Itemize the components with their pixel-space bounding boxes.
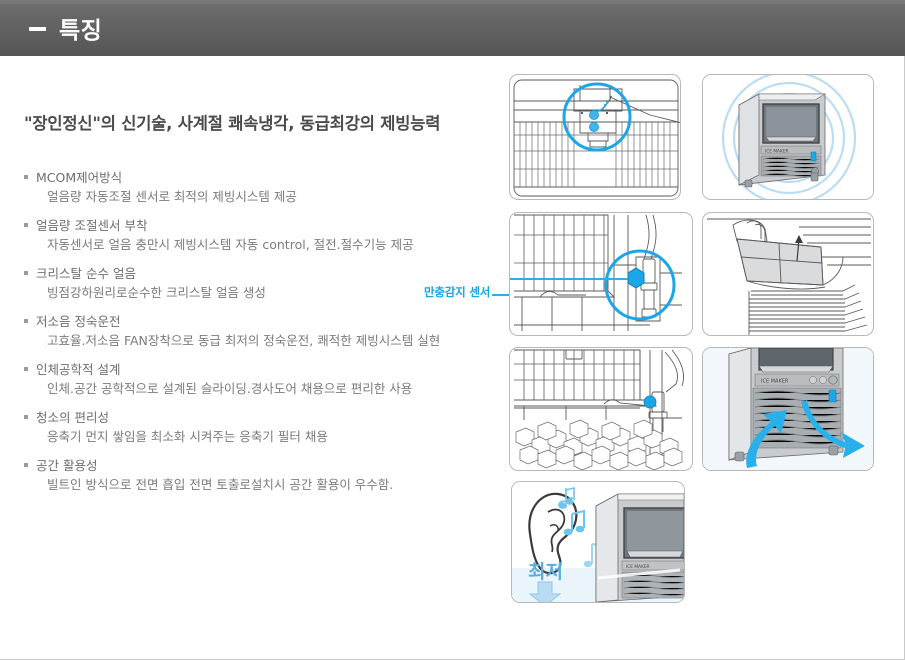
feature-list: MCOM제어방식 얼음량 자동조절 센서로 최적의 제빙시스템 제공 얼음량 조… <box>22 168 482 504</box>
low-noise-ear-drawing: 최저 ICE MAKER <box>512 482 684 602</box>
page-header: 특징 <box>0 0 905 56</box>
indicator-light-icon <box>810 151 817 162</box>
panel-ice-bin-full <box>509 347 693 471</box>
music-note-icon <box>563 509 585 536</box>
feature-description: 자동센서로 얼음 충만시 제빙시스템 자동 control, 절전.절수기능 제… <box>47 237 414 252</box>
fill-sensor-closeup-drawing <box>510 214 682 331</box>
sensor-node-icon <box>627 267 645 289</box>
feature-item: 인체공학적 설계 인체.공간 공학적으로 설계된 슬라이딩.경사도어 채용으로 … <box>22 360 482 399</box>
feature-title-text: 청소의 편리성 <box>36 410 109 425</box>
ice-bin-sensor-drawing <box>513 79 680 197</box>
feature-title-text: 공간 활용성 <box>36 458 98 473</box>
panel-fill-sensor-closeup <box>509 212 693 336</box>
sensor-callout-label: 만충감지 센서 <box>424 285 491 299</box>
square-bullet-icon <box>24 319 28 323</box>
feature-description: 얼음량 자동조절 센서로 최적의 제빙시스템 제공 <box>47 189 297 204</box>
sensor-node-icon <box>643 395 657 409</box>
indicator-light-icon <box>828 389 837 403</box>
condenser-filter-drawing <box>707 218 871 335</box>
feature-description: 응축기 먼지 쌓임을 최소화 시켜주는 응축기 필터 채용 <box>47 429 328 444</box>
lead-heading: "장인정신"의 신기술, 사계절 쾌속냉각, 동급최강의 제빙능력 <box>24 114 441 133</box>
feature-title-text: 저소음 정숙운전 <box>36 314 121 329</box>
ice-bin-full-drawing <box>514 349 684 470</box>
feature-item: MCOM제어방식 얼음량 자동조절 센서로 최적의 제빙시스템 제공 <box>22 168 482 207</box>
feature-description: 인체.공간 공학적으로 설계된 슬라이딩.경사도어 채용으로 편리한 사용 <box>47 381 413 396</box>
feature-title-text: MCOM제어방식 <box>36 170 123 185</box>
feature-title-text: 얼음량 조절센서 부착 <box>36 218 148 233</box>
square-bullet-icon <box>24 175 28 179</box>
low-noise-label: 최저 <box>528 561 563 583</box>
feature-title-text: 크리스탈 순수 얼음 <box>36 266 136 281</box>
air-intake-arrow-icon <box>746 410 787 468</box>
ice-cubes <box>515 419 683 470</box>
ice-machine-body: ICE MAKER <box>738 93 827 188</box>
ear-icon <box>528 492 578 575</box>
feature-item: 크리스탈 순수 얼음 빙점강하원리로순수한 크리스탈 얼음 생성 <box>22 264 482 303</box>
panel-ice-bin-sensor-diagram <box>509 74 681 200</box>
header-sheen <box>0 0 905 4</box>
panel-ice-machine-sound-waves: ICE MAKER <box>702 74 874 200</box>
svg-text:ICE MAKER: ICE MAKER <box>626 564 650 570</box>
feature-title-text: 인체공학적 설계 <box>36 362 121 377</box>
music-note-icon <box>558 486 575 509</box>
feature-title-row: 저소음 정숙운전 <box>22 312 482 331</box>
dash-icon <box>29 27 46 31</box>
panel-front-airflow: ICE MAKER <box>702 347 874 471</box>
feature-title-row: 인체공학적 설계 <box>22 360 482 379</box>
feature-title-row: MCOM제어방식 <box>22 168 482 187</box>
feature-item: 얼음량 조절센서 부착 자동센서로 얼음 충만시 제빙시스템 자동 contro… <box>22 216 482 255</box>
down-arrow-icon <box>528 581 562 602</box>
square-bullet-icon <box>24 463 28 467</box>
feature-item: 저소음 정숙운전 고효율.저소음 FAN장착으로 동급 최저의 정숙운전, 쾌적… <box>22 312 482 351</box>
ice-machine-side: ICE MAKER <box>595 493 684 602</box>
square-bullet-icon <box>24 223 28 227</box>
panel-condenser-filter-removal <box>702 212 874 336</box>
ice-machine-sound-wave-photo: ICE MAKER <box>703 75 873 199</box>
feature-description: 고효율.저소음 FAN장착으로 동급 최저의 정숙운전, 쾌적한 제빙시스템 실… <box>47 333 441 348</box>
feature-item: 공간 활용성 빌트인 방식으로 전면 흡입 전면 토출로설치시 공간 활용이 우… <box>22 456 482 495</box>
feature-title-row: 크리스탈 순수 얼음 <box>22 264 482 283</box>
square-bullet-icon <box>24 415 28 419</box>
square-bullet-icon <box>24 367 28 371</box>
svg-text:ICE MAKER: ICE MAKER <box>761 379 789 385</box>
highlight-circle-icon <box>562 82 632 152</box>
ice-machine-front: ICE MAKER <box>728 348 844 462</box>
front-airflow-photo: ICE MAKER <box>703 348 873 470</box>
feature-title-row: 얼음량 조절센서 부착 <box>22 216 482 235</box>
feature-description: 빙점강하원리로순수한 크리스탈 얼음 생성 <box>47 285 266 300</box>
feature-title-row: 청소의 편리성 <box>22 408 482 427</box>
features-text-column: "장인정신"의 신기술, 사계절 쾌속냉각, 동급최강의 제빙능력 MCOM제어… <box>0 56 500 660</box>
svg-text:ICE MAKER: ICE MAKER <box>765 149 789 155</box>
feature-item: 청소의 편리성 응축기 먼지 쌓임을 최소화 시켜주는 응축기 필터 채용 <box>22 408 482 447</box>
page-title: 특징 <box>59 18 103 44</box>
square-bullet-icon <box>24 271 28 275</box>
feature-title-row: 공간 활용성 <box>22 456 482 475</box>
highlight-circle-icon <box>604 249 676 321</box>
panel-low-noise-illustration: 최저 ICE MAKER <box>511 481 685 603</box>
air-exhaust-arrow-icon <box>801 400 865 458</box>
feature-description: 빌트인 방식으로 전면 흡입 전면 토출로설치시 공간 활용이 우수함. <box>47 477 394 492</box>
